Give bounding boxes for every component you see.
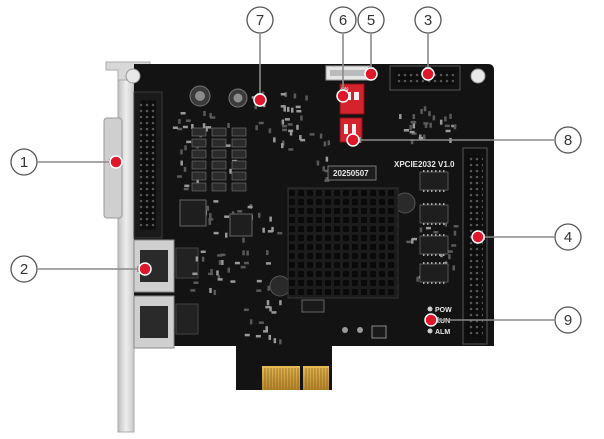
callout-number-label: 4 (564, 229, 572, 246)
callout-marker-dot[interactable] (424, 313, 438, 327)
callout-number-circle (10, 255, 38, 283)
callout-marker-dot[interactable] (364, 67, 378, 81)
callout-number-circle (246, 6, 274, 34)
callout-number-label: 1 (20, 154, 28, 171)
callout-number-circle (554, 223, 582, 251)
white-header-connector (325, 65, 371, 81)
capacitors (189, 85, 416, 297)
magnetics-upper (175, 247, 199, 279)
db-connector (133, 91, 163, 239)
callout-number-circle (414, 6, 442, 34)
callout-number-circle (554, 306, 582, 334)
callout-marker-dot[interactable] (471, 230, 485, 244)
callout-5: 5 (357, 6, 385, 81)
callout-3: 3 (414, 6, 442, 81)
rj45-port-lower (133, 295, 175, 349)
callout-7: 7 (246, 6, 274, 107)
callout-number-circle (329, 6, 357, 34)
callout-number-label: 2 (20, 261, 28, 278)
callout-layer: 1 2 3 4 5 6 7 8 9 (10, 6, 582, 334)
callout-marker-dot[interactable] (109, 155, 123, 169)
callout-1: 1 (10, 148, 123, 176)
callout-marker-dot[interactable] (253, 93, 267, 107)
callout-number-circle (554, 126, 582, 154)
date-sticker: 20250507 (327, 165, 377, 181)
callout-2: 2 (10, 255, 152, 283)
led-label-pow: POW (435, 307, 452, 314)
optocoupler-array (191, 127, 247, 192)
callout-marker-dot[interactable] (336, 89, 350, 103)
callout-9: 9 (424, 306, 582, 334)
heatsink (287, 187, 399, 299)
callout-marker-dot[interactable] (346, 133, 360, 147)
ic-chips (179, 170, 449, 284)
led-label-alm: ALM (435, 329, 450, 336)
callout-number-label: 5 (367, 12, 375, 29)
callout-marker-dot[interactable] (138, 262, 152, 276)
callout-6: 6 (329, 6, 357, 103)
pcie-gold-fingers (262, 366, 329, 390)
magnetics-lower (175, 303, 199, 335)
callout-4: 4 (471, 223, 582, 251)
idc-header-right (462, 147, 488, 345)
callout-number-label: 6 (339, 12, 347, 29)
callout-marker-dot[interactable] (421, 67, 435, 81)
callout-number-label: 8 (564, 132, 572, 149)
model-label: XPCIE2032 V1.0 (394, 160, 455, 169)
sticker-label: 20250507 (333, 169, 369, 178)
callout-number-label: 9 (564, 312, 572, 329)
led-label-run: RUN (435, 318, 450, 325)
callout-number-circle (10, 148, 38, 176)
callout-8: 8 (346, 126, 582, 154)
callout-number-label: 3 (424, 12, 432, 29)
callout-number-label: 7 (256, 12, 264, 29)
callout-number-circle (357, 6, 385, 34)
small-jumper (301, 299, 387, 339)
